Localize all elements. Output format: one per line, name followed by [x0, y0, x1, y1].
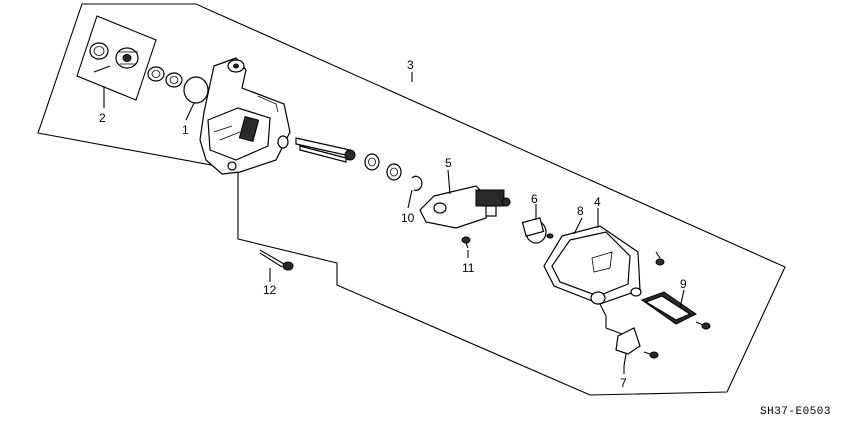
part-label-10: 10 — [401, 211, 415, 225]
part-label-1: 1 — [182, 123, 189, 137]
part-2-inset-box — [76, 15, 157, 101]
drawing-code: SH37-E0503 — [760, 406, 831, 418]
distributor-shaft — [295, 137, 356, 163]
small-plug — [277, 135, 289, 149]
part-2-seal-kit — [89, 42, 139, 73]
locator-lines — [599, 303, 623, 335]
part-label-8: 8 — [577, 204, 584, 218]
snap-clip-part-10 — [411, 175, 423, 191]
igniter-module-part-5 — [419, 185, 511, 229]
bracket-part-7 — [615, 327, 641, 367]
part-label-3: 3 — [407, 58, 414, 72]
cap-screws — [643, 251, 711, 359]
washers-front — [147, 66, 183, 88]
part-label-5: 5 — [445, 156, 452, 170]
o-ring-part-1 — [183, 76, 209, 104]
part-label-9: 9 — [680, 277, 687, 291]
rotor-part-6 — [521, 217, 554, 244]
part-label-4: 4 — [594, 195, 601, 209]
part-label-7: 7 — [620, 376, 627, 390]
distributor-housing — [199, 57, 291, 175]
distributor-cap-parts-4-8 — [543, 225, 642, 305]
shaft-washers — [364, 153, 402, 181]
bolt-part-12 — [259, 249, 294, 271]
screw-part-11 — [461, 236, 471, 249]
leader-lines — [103, 72, 685, 374]
cover-part-9 — [640, 291, 697, 325]
part-label-12: 12 — [263, 283, 277, 297]
assembly-boundary — [37, 3, 786, 396]
part-label-2: 2 — [99, 111, 106, 125]
part-label-11: 11 — [462, 261, 475, 275]
part-label-6: 6 — [531, 192, 538, 206]
